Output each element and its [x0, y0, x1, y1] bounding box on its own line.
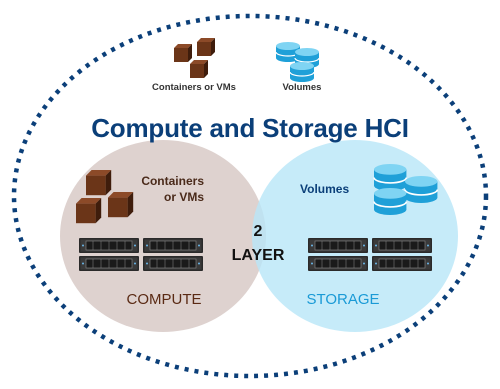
two-layer-word: LAYER — [231, 247, 285, 264]
compute-circle — [60, 140, 266, 332]
storage-label: STORAGE — [306, 291, 380, 308]
top-containers-cube-icon — [174, 38, 215, 78]
top-volumes-label: Volumes — [282, 82, 322, 93]
compute-label: COMPUTE — [126, 291, 202, 308]
top-containers-label: Containers or VMs — [152, 82, 236, 93]
compute-containers-line2: or VMs — [163, 190, 204, 204]
hci-dotted-boundary — [11, 13, 489, 379]
two-layer-label: 2 LAYER — [222, 220, 294, 268]
compute-containers-line1: Containers — [141, 174, 204, 188]
two-layer-number: 2 — [253, 223, 263, 240]
compute-containers-label: Containers or VMs — [104, 173, 204, 205]
diagram-title: Compute and Storage HCI — [91, 113, 409, 143]
storage-volumes-label: Volumes — [300, 182, 350, 196]
top-volumes-storage-cylinder-icon — [275, 41, 320, 83]
